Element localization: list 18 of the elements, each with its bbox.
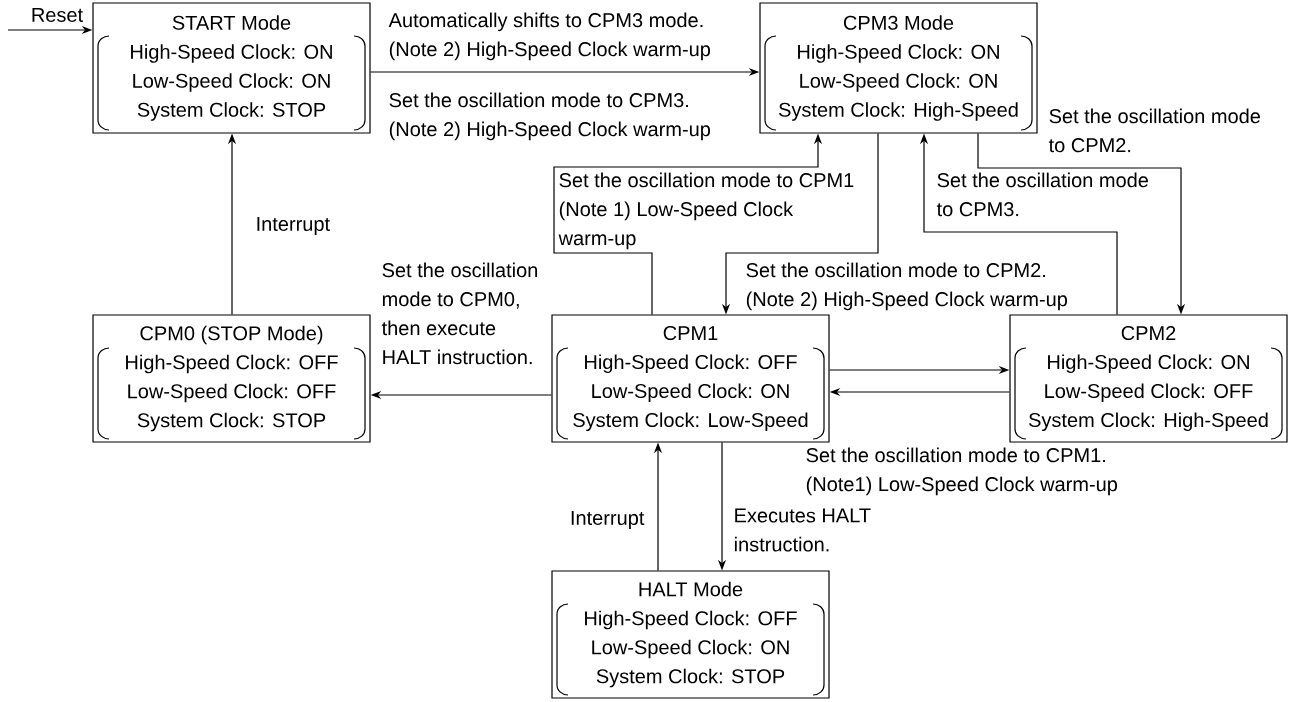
edge-label: Set the oscillation mode to CPM1. (Note1) Low-Speed Clock warm-up <box>806 447 1118 496</box>
state-box: CPM3 Mode High-Speed Clock: ON Low-Speed Clock: ON System Clock: High-Speed <box>759 2 1038 134</box>
edge-label: Executes HALT instruction. <box>734 508 871 552</box>
state-box: HALT Mode High-Speed Clock: OFF Low-Speed Clock: ON System Clock: STOP <box>551 570 830 699</box>
edge-label: Set the oscillation mode to CPM2. <box>1048 108 1260 153</box>
note-text: Set the oscillation mode to CPM2. (Note 2) High-Speed Clock warm-up <box>746 262 1068 311</box>
edge-label: Interrupt <box>571 511 645 529</box>
edge-label: Set the oscillation mode to CPM0, then execute HALT instruction. <box>381 262 538 365</box>
edge-label: Reset <box>32 8 83 22</box>
edge-label: Set the oscillation mode to CPM3. <box>936 172 1148 217</box>
state-box: CPM0 (STOP Mode) High-Speed Clock: OFF Low-Speed Clock: OFF System Clock: STOP <box>92 314 371 443</box>
edge-label: Set the oscillation mode to CPM3. (Note 2) High-Speed Clock warm-up <box>389 92 711 141</box>
edge-label: Set the oscillation mode to CPM1 (Note 1) Low-Speed Clock warm-up <box>558 172 854 250</box>
state-box: START Mode High-Speed Clock: ON Low-Speed Clock: ON System Clock: STOP <box>92 2 371 134</box>
state-box: CPM2 High-Speed Clock: ON Low-Speed Clock: OFF System Clock: High-Speed <box>1009 314 1288 443</box>
state-box: CPM1 High-Speed Clock: OFF Low-Speed Clock: ON System Clock: Low-Speed <box>551 314 830 443</box>
edge-label: Automatically shifts to CPM3 mode. (Note 2) High-Speed Clock warm-up <box>388 12 711 61</box>
edge-label: Interrupt <box>257 217 330 235</box>
